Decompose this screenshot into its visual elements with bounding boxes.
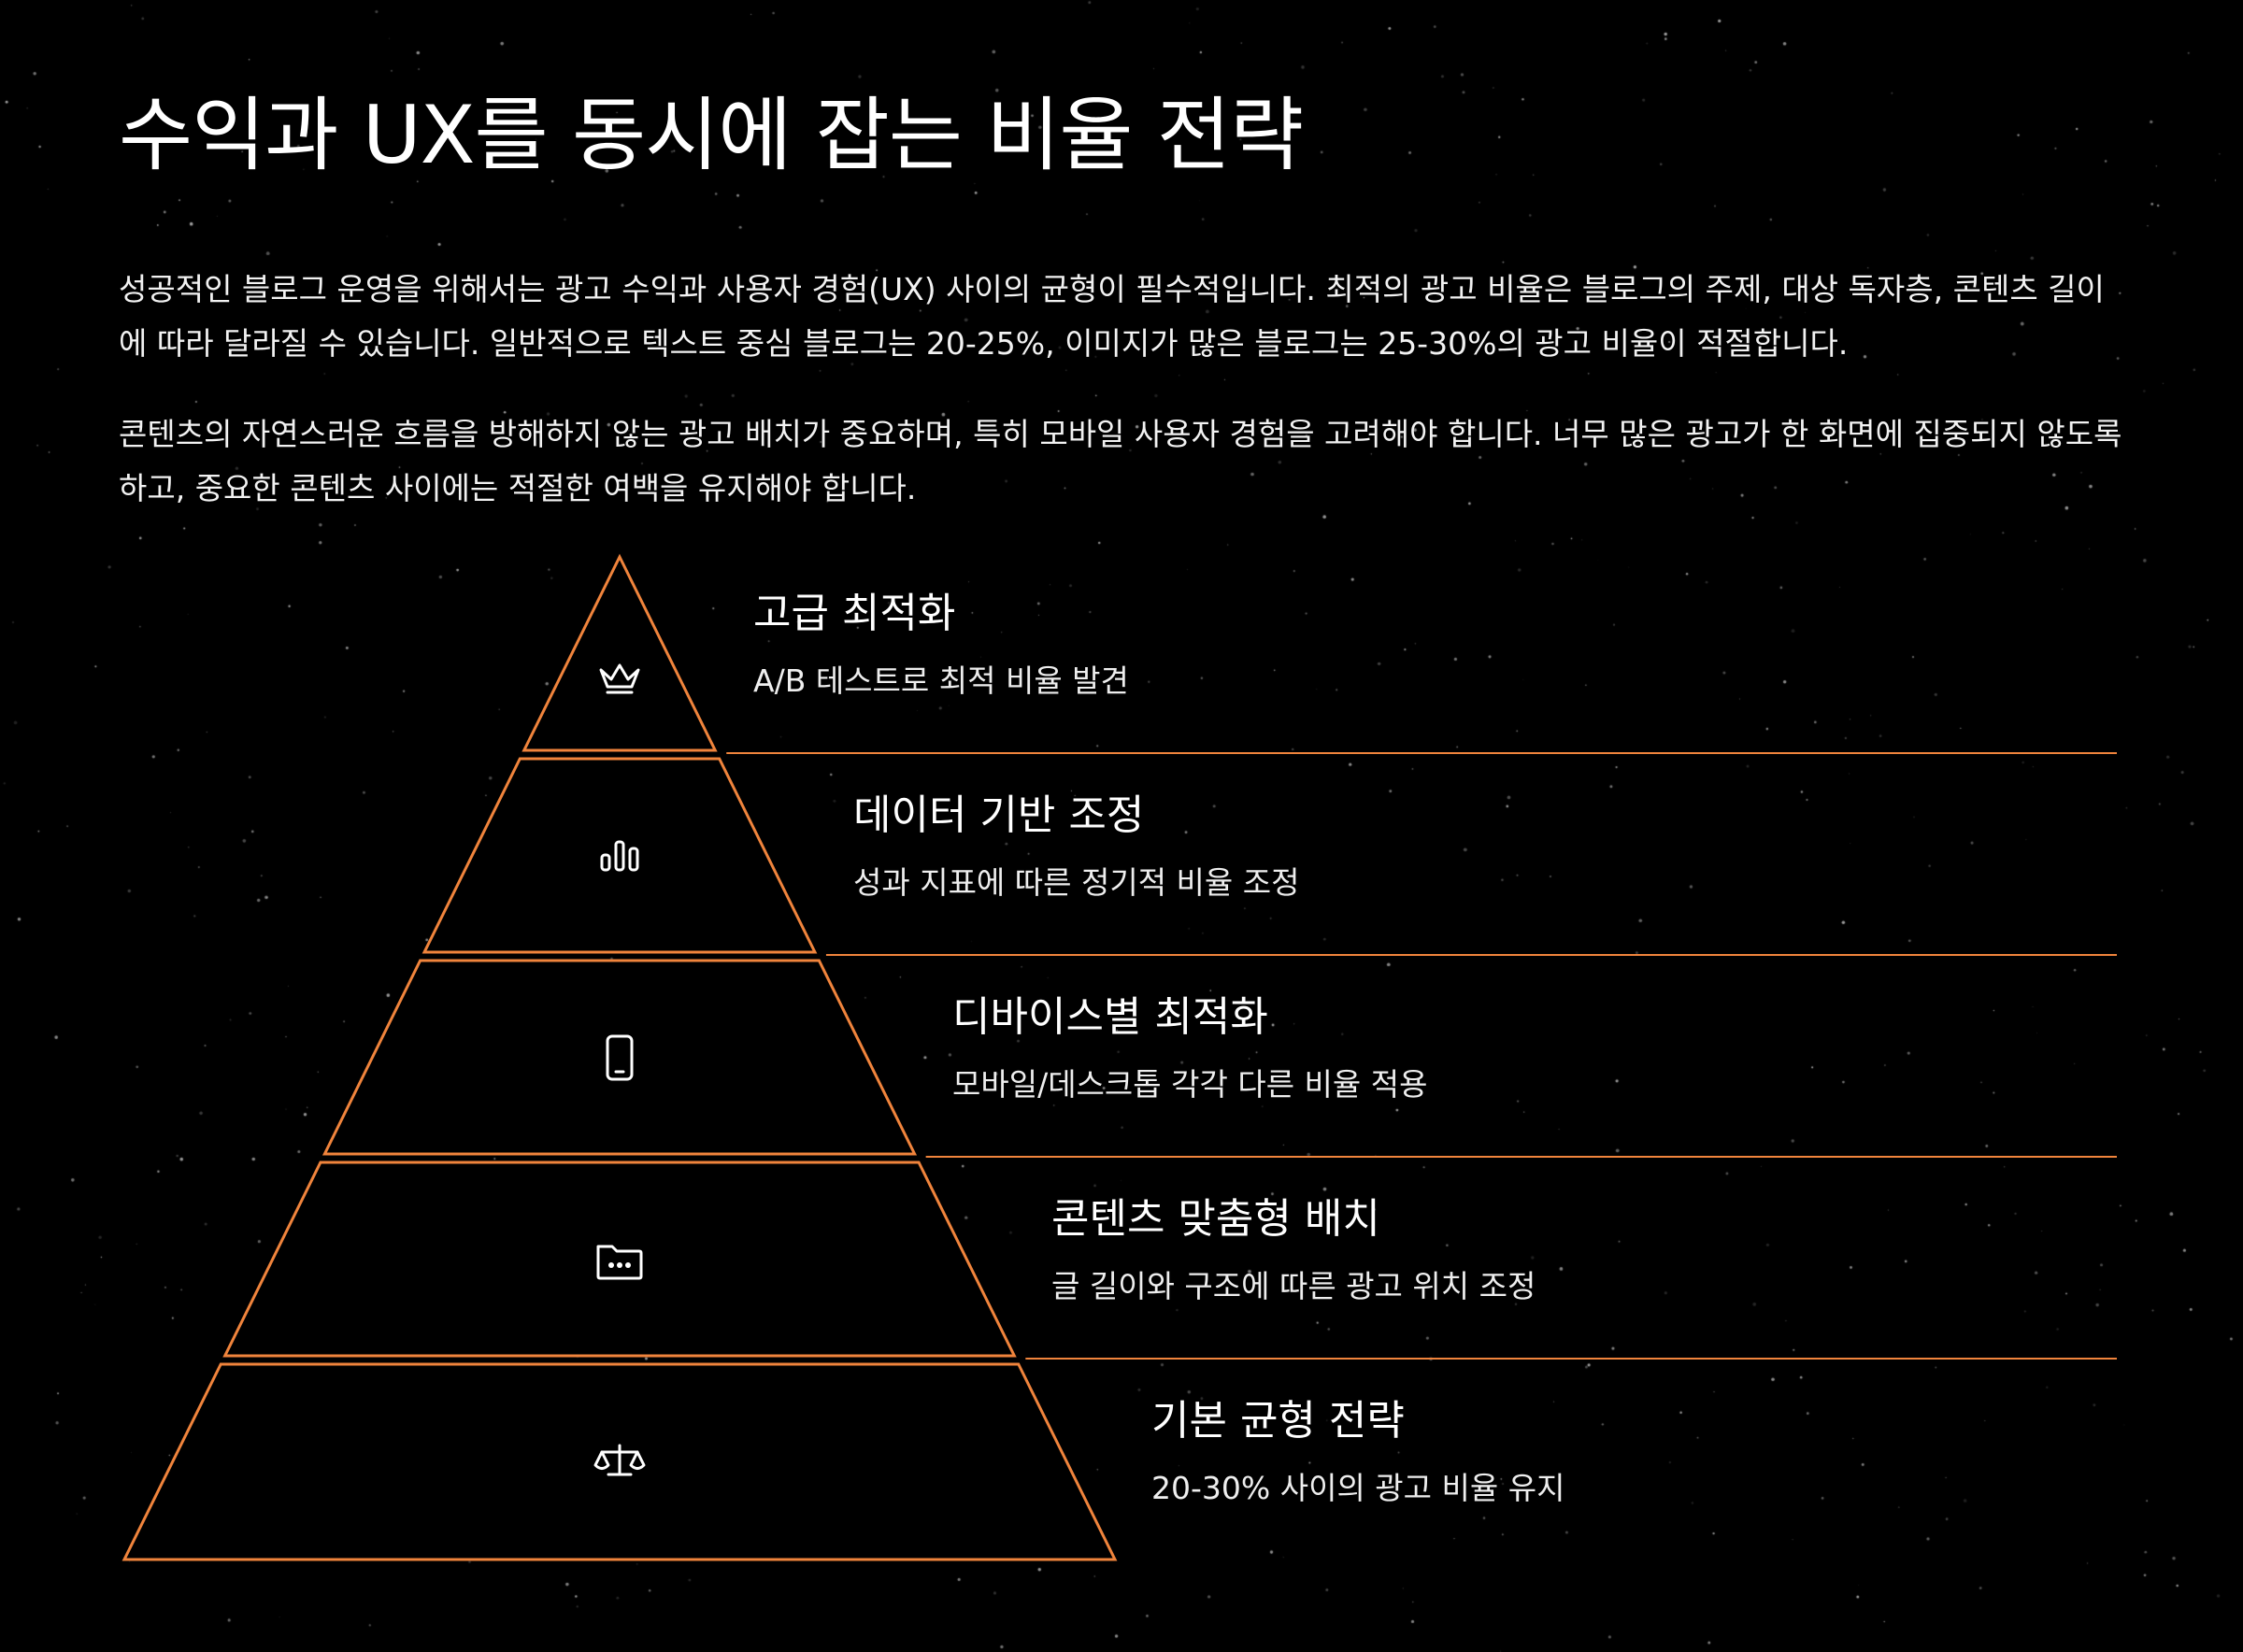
bar-chart-icon — [600, 840, 639, 872]
tier-title: 기본 균형 전략 — [1151, 1397, 1405, 1445]
tier-description: 모바일/데스크톱 각각 다른 비율 적용 — [952, 1066, 1428, 1103]
scale-icon — [593, 1444, 646, 1476]
tier-title: 데이터 기반 조정 — [853, 791, 1145, 839]
tier-description: 글 길이와 구조에 따른 광고 위치 조정 — [1051, 1268, 1536, 1304]
intro-paragraph: 성공적인 블로그 운영을 위해서는 광고 수익과 사용자 경험(UX) 사이의 … — [119, 271, 2105, 362]
tier-data-driven-adjustment: 데이터 기반 조정 성과 지표에 따른 정기적 비율 조정 — [853, 790, 1300, 903]
pyramid-tier-1 — [521, 553, 718, 752]
tier-basic-balance: 기본 균형 전략 20-30% 사이의 광고 비율 유지 — [1151, 1396, 1564, 1508]
tier-title: 콘텐츠 맞춤형 배치 — [1051, 1195, 1380, 1243]
tier-content-placement: 콘텐츠 맞춤형 배치 글 길이와 구조에 따른 광고 위치 조정 — [1051, 1194, 1536, 1306]
folder-icon — [596, 1245, 643, 1280]
pyramid-tier-2 — [421, 757, 818, 954]
tier-title: 고급 최적화 — [753, 590, 956, 637]
pyramid-tier-4 — [222, 1161, 1017, 1358]
page-title: 수익과 UX를 동시에 잡는 비율 전략 — [119, 89, 1304, 182]
tier-advanced-optimization: 고급 최적화 A/B 테스트로 최적 비율 발견 — [753, 589, 1129, 701]
pyramid-tier-3 — [321, 959, 918, 1156]
tier-title: 디바이스별 최적화 — [952, 993, 1268, 1041]
tier-description: 20-30% 사이의 광고 비율 유지 — [1151, 1470, 1565, 1506]
tier-device-optimization: 디바이스별 최적화 모바일/데스크톱 각각 다른 비율 적용 — [952, 992, 1427, 1104]
placement-paragraph: 콘텐츠의 자연스러운 흐름을 방해하지 않는 광고 배치가 중요하며, 특히 모… — [119, 416, 2122, 506]
crown-icon — [599, 663, 640, 694]
smartphone-icon — [606, 1034, 634, 1081]
tier-description: 성과 지표에 따른 정기적 비율 조정 — [853, 864, 1300, 901]
tier-description: A/B 테스트로 최적 비율 발견 — [753, 662, 1129, 699]
